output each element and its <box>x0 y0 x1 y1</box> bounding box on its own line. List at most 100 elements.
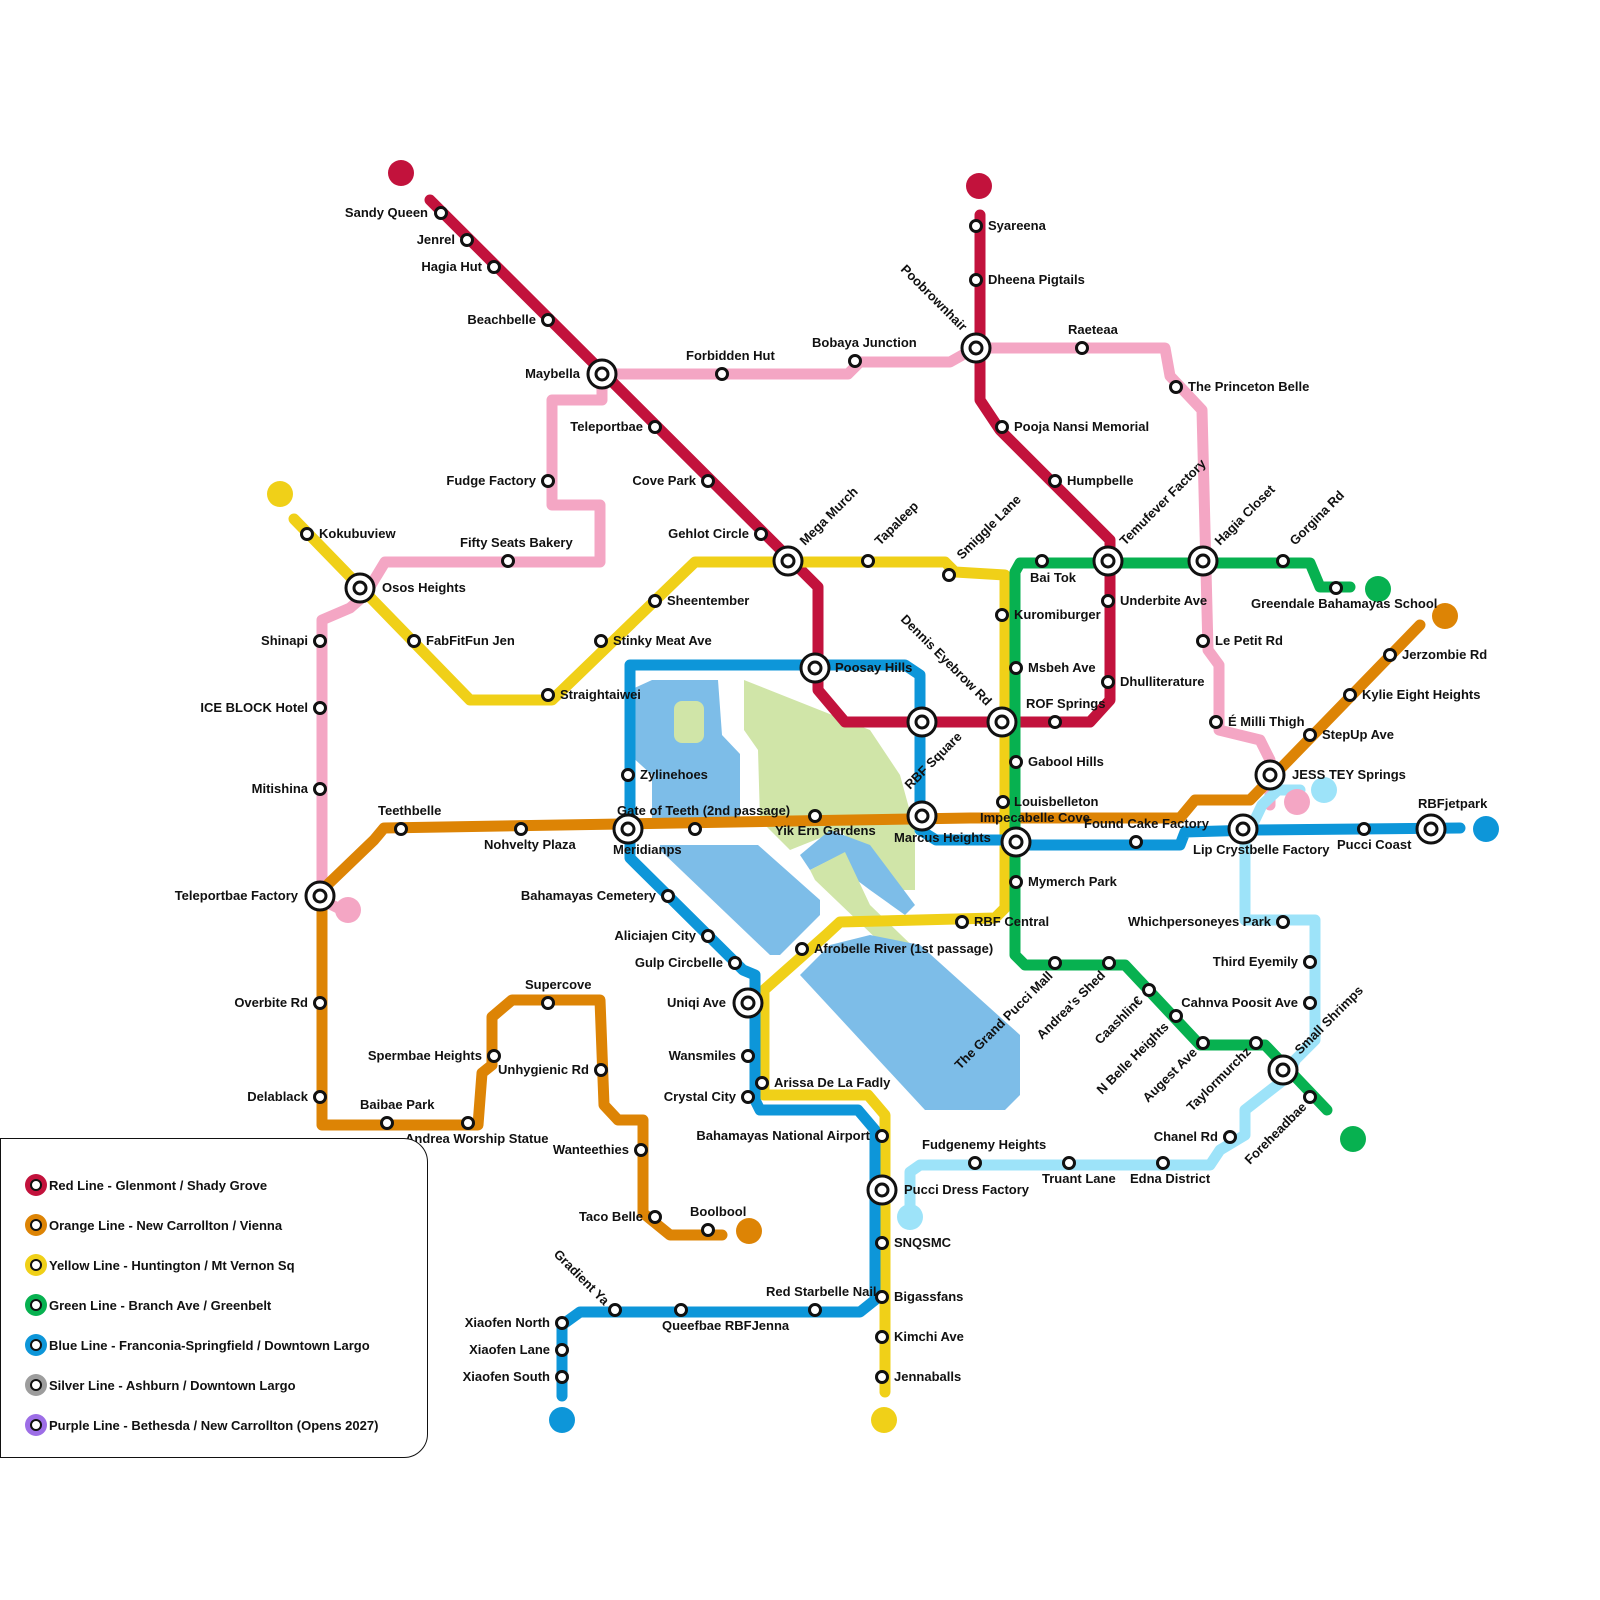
station-teleportbae[interactable] <box>650 422 661 433</box>
station-gorgina-rd[interactable] <box>1278 556 1289 567</box>
station-rbfjetpark[interactable] <box>1417 815 1445 843</box>
station-bahamayas-national-airport[interactable] <box>877 1131 888 1142</box>
station-whichpersoneyes-park[interactable] <box>1278 917 1289 928</box>
station-dennis-eyebrow-rd[interactable] <box>988 708 1016 736</box>
station-fudgenemy-heights[interactable] <box>970 1158 981 1169</box>
station-wansmiles[interactable] <box>743 1051 754 1062</box>
station-chanel-rd[interactable] <box>1225 1132 1236 1143</box>
station-supercove[interactable] <box>543 998 554 1009</box>
station-pucci-dress-factory[interactable] <box>868 1176 896 1204</box>
station-hagia-hut[interactable] <box>489 262 500 273</box>
station-rof-springs[interactable] <box>1050 717 1061 728</box>
station-truant-lane[interactable] <box>1064 1158 1075 1169</box>
station-humpbelle[interactable] <box>1050 476 1061 487</box>
station-baibae-park[interactable] <box>382 1118 393 1129</box>
station-boolbool[interactable] <box>703 1225 714 1236</box>
station-xiaofen-lane[interactable] <box>557 1345 568 1356</box>
station-teleportbae-factory[interactable] <box>306 882 334 910</box>
station-kokubuview[interactable] <box>302 529 313 540</box>
station-louisbelleton[interactable] <box>998 797 1009 808</box>
station-cahnva-poosit-ave[interactable] <box>1305 998 1316 1009</box>
station-taylormurchz[interactable] <box>1251 1038 1262 1049</box>
station-gradient-ya[interactable] <box>610 1305 621 1316</box>
station-sandy-queen[interactable] <box>436 208 447 219</box>
station-found-cake-factory[interactable] <box>1131 837 1142 848</box>
station-xiaofen-south[interactable] <box>557 1372 568 1383</box>
station-delablack[interactable] <box>315 1092 326 1103</box>
station-gehlot-circle[interactable] <box>756 529 767 540</box>
station-greendale-bahamayas-school[interactable] <box>1331 583 1342 594</box>
station-rbf-square[interactable] <box>908 708 936 736</box>
station-gate-of-teeth[interactable] <box>690 824 701 835</box>
station-crystal-city[interactable] <box>743 1092 754 1103</box>
station-aliciajen-city[interactable] <box>703 931 714 942</box>
station-foreheadbae[interactable] <box>1305 1092 1316 1103</box>
station-e-milli-thigh[interactable] <box>1211 717 1222 728</box>
station-osos-heights[interactable] <box>346 574 374 602</box>
station-taco-belle[interactable] <box>650 1212 661 1223</box>
station-jenrel[interactable] <box>462 235 473 246</box>
station-poosay-hills[interactable] <box>801 654 829 682</box>
station-caashline[interactable] <box>1144 985 1155 996</box>
station-syareena[interactable] <box>971 221 982 232</box>
station-le-petit-rd[interactable] <box>1198 636 1209 647</box>
station-wanteethies[interactable] <box>636 1145 647 1156</box>
station-gabool-hills[interactable] <box>1011 757 1022 768</box>
station-jerzombie-rd[interactable] <box>1385 650 1396 661</box>
station-dheena-pigtails[interactable] <box>971 275 982 286</box>
station-small-shrimps[interactable] <box>1269 1056 1297 1084</box>
station-uniqi-ave[interactable] <box>734 989 762 1017</box>
station-underbite-ave[interactable] <box>1103 596 1114 607</box>
station-poobrownhair[interactable] <box>962 334 990 362</box>
station-impecabelle-cove[interactable] <box>1002 828 1030 856</box>
station-nohvelty-plaza[interactable] <box>516 824 527 835</box>
station-hagia-closet[interactable] <box>1189 547 1217 575</box>
station-gulp-circbelle[interactable] <box>730 958 741 969</box>
station-bigassfans[interactable] <box>877 1292 888 1303</box>
station-andrea-worship-statue[interactable] <box>463 1118 474 1129</box>
station-msbeh-ave[interactable] <box>1011 663 1022 674</box>
station-andreas-shed[interactable] <box>1104 958 1115 969</box>
station-queefbae-rbfjenna[interactable] <box>676 1305 687 1316</box>
station-pucci-coast[interactable] <box>1359 824 1370 835</box>
station-arissa-de-la-fadly[interactable] <box>757 1078 768 1089</box>
station-the-grand-pucci-mall[interactable] <box>1050 958 1061 969</box>
station-stepup-ave[interactable] <box>1305 730 1316 741</box>
station-n-belle-heights[interactable] <box>1171 1011 1182 1022</box>
station-dhulliterature[interactable] <box>1103 677 1114 688</box>
station-fifty-seats-bakery[interactable] <box>503 556 514 567</box>
station-sheentember[interactable] <box>650 596 661 607</box>
station-unhygienic-rd[interactable] <box>596 1065 607 1076</box>
station-mitishina[interactable] <box>315 784 326 795</box>
station-beachbelle[interactable] <box>543 315 554 326</box>
station-overbite-rd[interactable] <box>315 998 326 1009</box>
station-cove-park[interactable] <box>703 476 714 487</box>
station-meridianps[interactable] <box>614 815 642 843</box>
station-kuromiburger[interactable] <box>997 610 1008 621</box>
station-temufever-factory[interactable] <box>1094 547 1122 575</box>
station-the-princeton-belle[interactable] <box>1171 382 1182 393</box>
station-stinky-meat-ave[interactable] <box>596 636 607 647</box>
station-forbidden-hut[interactable] <box>717 369 728 380</box>
station-fudge-factory[interactable] <box>543 476 554 487</box>
station-fabfitfun-jen[interactable] <box>409 636 420 647</box>
station-augest-ave[interactable] <box>1198 1038 1209 1049</box>
station-zylinehoes[interactable] <box>623 770 634 781</box>
station-ice-block-hotel[interactable] <box>315 703 326 714</box>
station-afrobelle-river[interactable] <box>797 944 808 955</box>
station-snqsmc[interactable] <box>877 1238 888 1249</box>
station-lip-crystbelle-factory[interactable] <box>1229 815 1257 843</box>
station-third-eyemily[interactable] <box>1305 957 1316 968</box>
station-pooja-nansi-memorial[interactable] <box>997 422 1008 433</box>
station-maybella[interactable] <box>588 360 616 388</box>
station-red-starbelle-nail[interactable] <box>810 1305 821 1316</box>
station-straightaiwei[interactable] <box>543 690 554 701</box>
station-spermbae-heights[interactable] <box>489 1051 500 1062</box>
station-smiggle-lane[interactable] <box>944 570 955 581</box>
station-mymerch-park[interactable] <box>1011 877 1022 888</box>
station-bobaya-junction[interactable] <box>850 356 861 367</box>
station-bahamayas-cemetery[interactable] <box>663 891 674 902</box>
station-edna-district[interactable] <box>1158 1158 1169 1169</box>
station-kylie-eight-heights[interactable] <box>1345 690 1356 701</box>
station-marcus-heights[interactable] <box>908 802 936 830</box>
